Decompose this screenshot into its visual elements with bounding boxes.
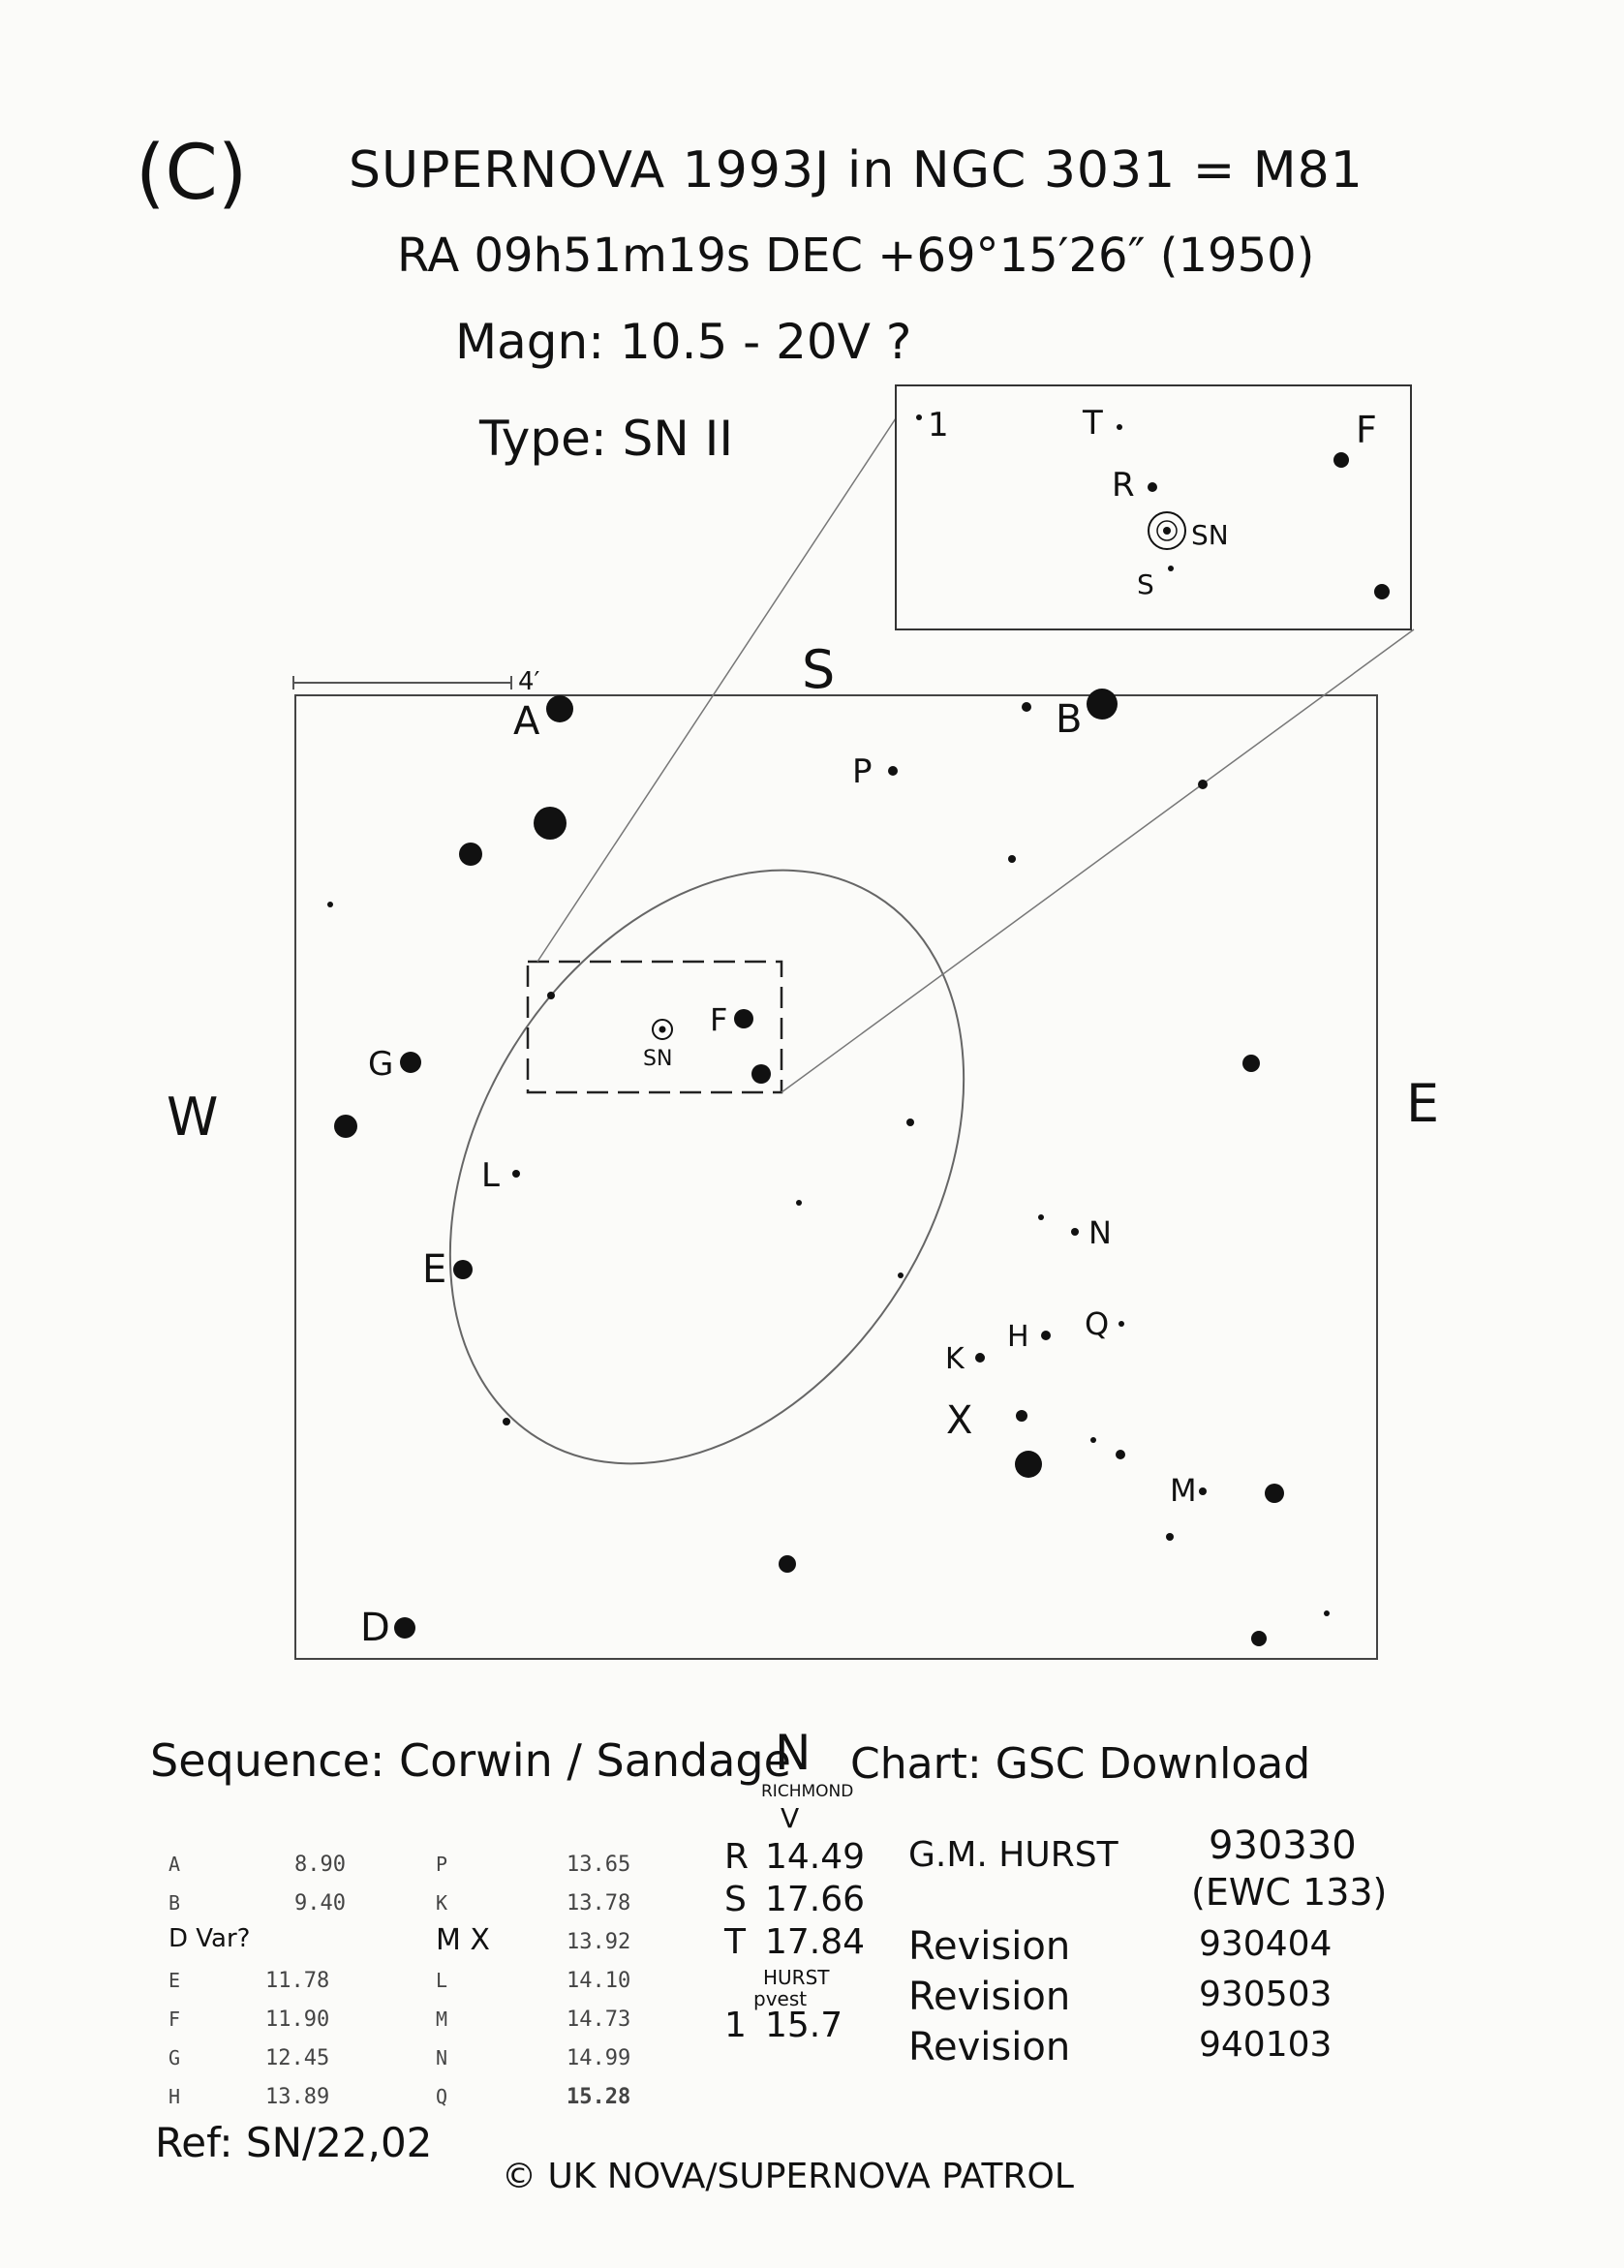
inset-label-1: 1: [928, 406, 949, 444]
supernova-type: Type: SN II: [479, 411, 734, 467]
star-d: [394, 1617, 415, 1639]
star-n: [1071, 1228, 1079, 1236]
star: [534, 807, 567, 840]
zoom-box: [526, 960, 783, 1094]
star: [1324, 1610, 1330, 1616]
scale-label: 4′: [518, 667, 540, 696]
chart-title: SUPERNOVA 1993J in NGC 3031 = M81: [349, 141, 1364, 199]
star: [1022, 702, 1031, 712]
star: [334, 1115, 357, 1138]
label-g: G: [368, 1045, 393, 1084]
revision-row: Revision 930503: [908, 1975, 1333, 2019]
revision-row: Revision 940103: [908, 2025, 1333, 2069]
galaxy-outline: [448, 869, 965, 1465]
star-b: [1087, 689, 1118, 720]
star-e: [453, 1260, 473, 1279]
star: [1008, 855, 1016, 863]
v-label: V: [781, 1802, 800, 1834]
label-q: Q: [1085, 1305, 1109, 1342]
star-p: [888, 766, 898, 776]
star-q: [1118, 1321, 1124, 1327]
revisions: Revision 930404 Revision 930503 Revision…: [908, 1927, 1412, 2078]
stars: [327, 689, 1330, 1646]
label-b: B: [1056, 697, 1082, 742]
star: [1166, 1533, 1174, 1541]
sn-label: SN: [643, 1047, 672, 1071]
author: G.M. HURST: [908, 1835, 1118, 1875]
label-p: P: [852, 752, 873, 791]
star: [327, 902, 333, 907]
star: [1090, 1437, 1096, 1443]
panel-label: (C): [136, 130, 248, 217]
label-l: L: [481, 1156, 500, 1195]
star: [1265, 1484, 1284, 1503]
inset-frame: [895, 384, 1412, 630]
compass-east: E: [1406, 1073, 1439, 1134]
richmond-label: RICHMOND: [761, 1782, 854, 1801]
star: [906, 1119, 914, 1126]
inset-label-r: R: [1112, 466, 1135, 505]
star: [1198, 780, 1208, 789]
ewc-ref: (EWC 133): [1191, 1871, 1388, 1914]
compass-south: S: [802, 639, 835, 700]
chart-date: 930330: [1209, 1824, 1357, 1868]
star: [796, 1200, 802, 1206]
patrol-credit: © UK NOVA/SUPERNOVA PATROL: [502, 2157, 1074, 2196]
inset-label-s: S: [1137, 568, 1154, 600]
star: [1251, 1631, 1267, 1646]
star: [1242, 1055, 1260, 1072]
label-h: H: [1007, 1320, 1029, 1354]
sequence-source: Sequence: Corwin / Sandage: [150, 1734, 791, 1787]
coordinates: RA 09h51m19s DEC +69°15′26″ (1950): [397, 229, 1315, 283]
star: [547, 992, 555, 999]
star: [779, 1555, 796, 1573]
label-n: N: [1088, 1214, 1112, 1251]
inset-label-f: F: [1356, 409, 1377, 451]
compass-west: W: [167, 1087, 218, 1148]
label-x: X: [946, 1398, 972, 1443]
star: [1038, 1214, 1044, 1220]
inset-label-sn: SN: [1191, 519, 1229, 551]
star-a: [546, 695, 573, 722]
star-k: [975, 1353, 985, 1363]
inset-stars: [916, 414, 1390, 599]
label-f: F: [710, 1001, 727, 1038]
star: [898, 1272, 904, 1278]
chart-frame: [294, 694, 1378, 1660]
revision-row: Revision 930404: [908, 1924, 1333, 1969]
supernova-marker: [652, 1019, 673, 1040]
chart-source: Chart: GSC Download: [850, 1739, 1311, 1789]
star-f: [734, 1009, 753, 1028]
label-k: K: [945, 1342, 965, 1376]
star-g: [400, 1052, 421, 1073]
star: [503, 1418, 510, 1425]
inset-supernova-marker: [1148, 511, 1186, 550]
star-h: [1041, 1331, 1051, 1340]
label-d: D: [360, 1606, 390, 1650]
reference: Ref: SN/22,02: [155, 2119, 433, 2166]
label-e: E: [422, 1247, 446, 1292]
label-m: M: [1170, 1472, 1197, 1509]
star-l: [512, 1170, 520, 1178]
magnitude-range: Magn: 10.5 - 20V ?: [455, 314, 912, 370]
star: [751, 1064, 771, 1084]
north-marker: N: [775, 1725, 812, 1781]
star-x: [1016, 1410, 1027, 1422]
label-a: A: [513, 699, 540, 744]
star: [1015, 1451, 1042, 1478]
star-m: [1199, 1487, 1207, 1495]
inset-label-t: T: [1082, 404, 1103, 443]
star: [459, 843, 482, 866]
star: [1116, 1450, 1125, 1459]
